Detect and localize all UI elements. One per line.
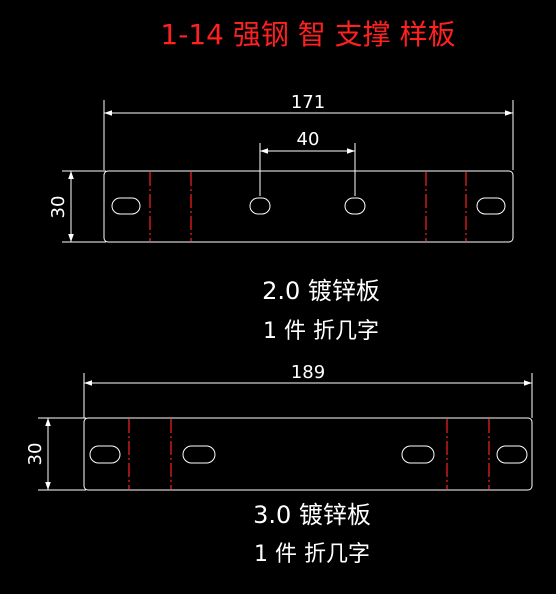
plate-2-length-dimension — [83, 373, 533, 418]
plate-1-width-label: 30 — [48, 196, 69, 219]
plate-1-quantity-note: 1 件 折几字 — [263, 319, 379, 344]
plate-2-width-dimension — [38, 417, 86, 491]
plate-1-hole-center-right — [344, 197, 366, 215]
drawing-title: 1-14 强钢 智 支撑 样板 — [160, 18, 455, 51]
plate-2-slot-hole-inner-left — [182, 445, 216, 464]
plate-2-outline — [83, 417, 533, 491]
plate-2-length-label: 189 — [291, 362, 325, 383]
plate-1-fold-lines — [149, 172, 467, 241]
plate-1-hole-center-left — [249, 197, 271, 215]
plate-1-slot-hole-right — [476, 197, 506, 215]
plate-2-width-label: 30 — [25, 443, 46, 466]
plate-1-material-note: 2.0 镀锌板 — [262, 277, 380, 305]
plate-2-slot-hole-outer-right — [496, 445, 528, 464]
plate-1-width-dimension — [62, 170, 106, 243]
plate-1-outline — [103, 170, 514, 243]
plate-1-hole-spacing-label: 40 — [297, 129, 320, 150]
plate-1: 171 40 30 2.0 — [48, 92, 514, 344]
plate-2-material-note: 3.0 镀锌板 — [253, 501, 371, 529]
plate-2: 189 30 3.0 镀锌板 1 件 折几字 — [25, 362, 533, 567]
plate-1-hole-spacing-dimension — [259, 143, 356, 196]
plate-2-fold-lines — [128, 419, 490, 489]
plate-1-length-label: 171 — [291, 92, 325, 113]
plate-1-length-dimension — [103, 100, 514, 170]
plate-2-quantity-note: 1 件 折几字 — [254, 542, 370, 567]
plate-1-slot-hole-left — [111, 197, 141, 215]
plate-2-slot-hole-inner-right — [401, 445, 435, 464]
plate-2-slot-hole-outer-left — [89, 445, 121, 464]
